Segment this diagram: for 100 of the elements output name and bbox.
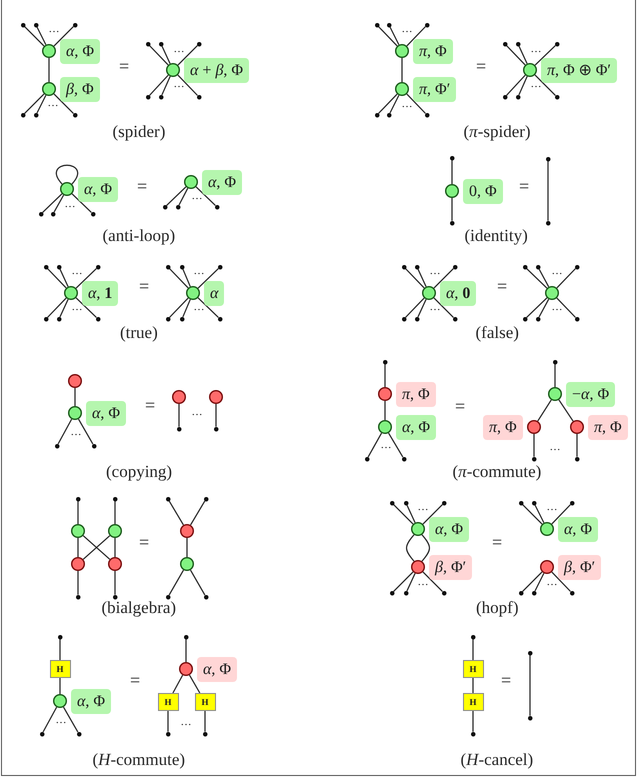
terminal-dot	[180, 264, 184, 270]
ellipsis: …	[418, 503, 428, 511]
wire	[177, 74, 198, 96]
wire	[558, 399, 574, 422]
spider-node	[184, 175, 198, 189]
terminal-dot	[214, 204, 220, 210]
ellipsis: …	[192, 192, 202, 200]
terminal-dot	[390, 500, 394, 506]
terminal-dot	[38, 212, 44, 216]
terminal-dot	[374, 112, 380, 118]
phase-label: α, 1	[82, 280, 118, 306]
terminal-dot	[56, 316, 62, 322]
phase-label: α, Φ	[86, 400, 126, 426]
ellipsis: …	[380, 441, 392, 449]
wire	[54, 94, 74, 114]
terminal-dot	[470, 634, 476, 640]
wire	[529, 655, 531, 716]
wire	[186, 538, 188, 557]
equals-sign: =	[130, 674, 140, 686]
terminal-dot	[166, 264, 170, 270]
rule-caption: (spider)	[112, 122, 166, 142]
phase-label: α + β, Φ	[184, 58, 250, 82]
ellipsis: …	[174, 80, 184, 88]
rule-caption: (true)	[120, 323, 158, 343]
ellipsis: …	[402, 25, 412, 33]
wire	[77, 501, 79, 524]
wire	[58, 418, 72, 444]
terminal-dot	[404, 590, 408, 596]
ellipsis: …	[192, 408, 202, 416]
phase-label: π, Φ′	[413, 76, 456, 102]
rule-caption: (hopf)	[476, 598, 518, 618]
terminal-dot	[92, 444, 96, 448]
terminal-dot	[364, 456, 370, 462]
terminal-dot	[552, 360, 558, 364]
terminal-dot	[570, 500, 574, 506]
wire	[393, 572, 414, 592]
spider-node	[445, 184, 459, 198]
wire	[169, 298, 189, 318]
wire	[198, 297, 219, 318]
spider-node	[545, 286, 559, 300]
phase-label: α, Φ	[71, 688, 112, 714]
wire	[59, 268, 69, 287]
wire	[114, 538, 116, 557]
terminal-dot	[96, 264, 100, 270]
terminal-dot	[218, 264, 222, 270]
wire	[378, 94, 398, 114]
terminal-dot	[162, 204, 168, 210]
terminal-dot	[554, 42, 560, 46]
wire	[188, 674, 200, 694]
terminal-dot	[450, 220, 454, 226]
terminal-dot	[196, 94, 202, 100]
spider-node	[395, 82, 409, 96]
ellipsis: …	[72, 303, 82, 311]
terminal-dot	[570, 590, 574, 596]
phase-label: 0, Φ	[463, 178, 503, 204]
rule-caption: (H-cancel)	[460, 750, 534, 770]
terminal-dot	[502, 94, 508, 100]
wire	[168, 570, 184, 596]
wire	[522, 572, 542, 592]
terminal-dot	[196, 42, 202, 46]
wire	[451, 198, 453, 221]
terminal-dot	[112, 496, 118, 502]
spider-node	[548, 387, 562, 401]
terminal-dot	[72, 112, 78, 118]
spider-node	[179, 662, 193, 676]
wire	[406, 534, 414, 562]
wire	[526, 297, 548, 318]
wire	[434, 298, 454, 318]
wire	[182, 268, 191, 287]
terminal-dot	[218, 316, 222, 322]
terminal-dot	[44, 264, 48, 270]
equals-sign: =	[139, 280, 150, 292]
equals-sign: =	[492, 536, 502, 548]
spider-node	[570, 420, 584, 434]
equals-sign: =	[519, 180, 530, 192]
spider-node	[108, 557, 122, 571]
wire	[59, 639, 61, 660]
wire	[182, 299, 191, 318]
wire	[556, 298, 576, 318]
phase-label: π, Φ	[483, 414, 523, 440]
spider-node	[166, 63, 180, 77]
spider-node	[68, 374, 82, 388]
wire	[42, 706, 58, 732]
ellipsis: …	[70, 428, 82, 436]
equals-sign: =	[145, 398, 156, 410]
wire	[406, 504, 416, 523]
wire	[534, 504, 544, 523]
wire	[406, 573, 416, 592]
terminal-dot	[532, 500, 536, 506]
wire	[178, 188, 188, 206]
terminal-dot	[522, 264, 528, 270]
wire	[406, 26, 426, 46]
terminal-dot	[502, 42, 508, 46]
wire	[451, 160, 453, 184]
wire	[538, 268, 550, 288]
ellipsis: …	[530, 80, 542, 88]
terminal-dot	[452, 264, 458, 270]
wire	[62, 706, 78, 732]
terminal-dot	[56, 264, 62, 270]
wire	[172, 674, 184, 694]
